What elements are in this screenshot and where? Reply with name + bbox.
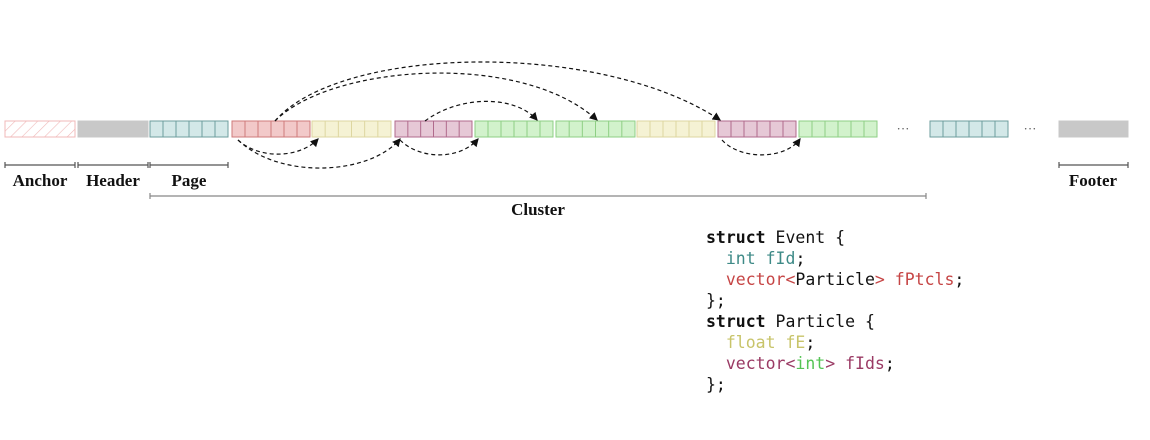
ellipsis: ··· <box>897 121 910 136</box>
pointer-arrows <box>237 61 801 169</box>
type-particle: Particle <box>795 270 875 289</box>
code-text: > <box>825 354 836 373</box>
footer-label: Footer <box>1069 171 1118 190</box>
footer-bracket <box>1058 162 1129 168</box>
ellipsis: ··· <box>1024 121 1037 136</box>
arrow-red-to-yellow2 <box>274 72 598 122</box>
code-text: ; <box>884 354 895 373</box>
cluster-bracket <box>149 193 927 199</box>
page-bracket <box>149 162 229 168</box>
code-text: ; <box>805 333 816 352</box>
cluster-label: Cluster <box>511 200 565 219</box>
arrow-red-to-purple2 <box>274 61 721 122</box>
header-bracket <box>77 162 149 168</box>
type-vector: vector< <box>725 270 796 289</box>
code-text: Event { <box>765 228 846 247</box>
anchor-bracket <box>4 162 76 168</box>
code-text: }; <box>706 291 726 310</box>
arrow-purple-to-green2 <box>424 100 538 122</box>
header-label: Header <box>86 171 140 190</box>
code-text: ; <box>795 249 806 268</box>
arrow-red-to-purple <box>237 138 401 169</box>
field-fIds: fIds <box>835 354 885 373</box>
anchor-block <box>4 120 76 138</box>
code-text: > <box>874 270 885 289</box>
field-fE: fE <box>775 333 806 352</box>
anchor-label: Anchor <box>13 171 68 190</box>
type-int: int <box>795 354 826 373</box>
code-text: Particle { <box>765 312 875 331</box>
code-text: }; <box>706 375 726 394</box>
footer-block <box>1058 120 1129 138</box>
brackets <box>4 162 1129 199</box>
header-block <box>77 120 149 138</box>
page-label: Page <box>172 171 207 190</box>
keyword: struct <box>706 228 766 247</box>
arrow-red-to-yellow <box>237 138 319 155</box>
code-block: struct Event { int fId; vector<Particle>… <box>706 227 964 395</box>
field-fPtcls: fPtcls <box>884 270 955 289</box>
page-row: ··· ··· <box>4 120 1129 138</box>
keyword: struct <box>706 312 766 331</box>
code-text: ; <box>954 270 965 289</box>
type-int: int <box>725 249 756 268</box>
type-vector: vector< <box>725 354 796 373</box>
type-float: float <box>725 333 776 352</box>
arrow-purple2-to-green3 <box>721 138 801 156</box>
field-fId: fId <box>755 249 796 268</box>
arrow-purple-to-green <box>399 138 479 156</box>
